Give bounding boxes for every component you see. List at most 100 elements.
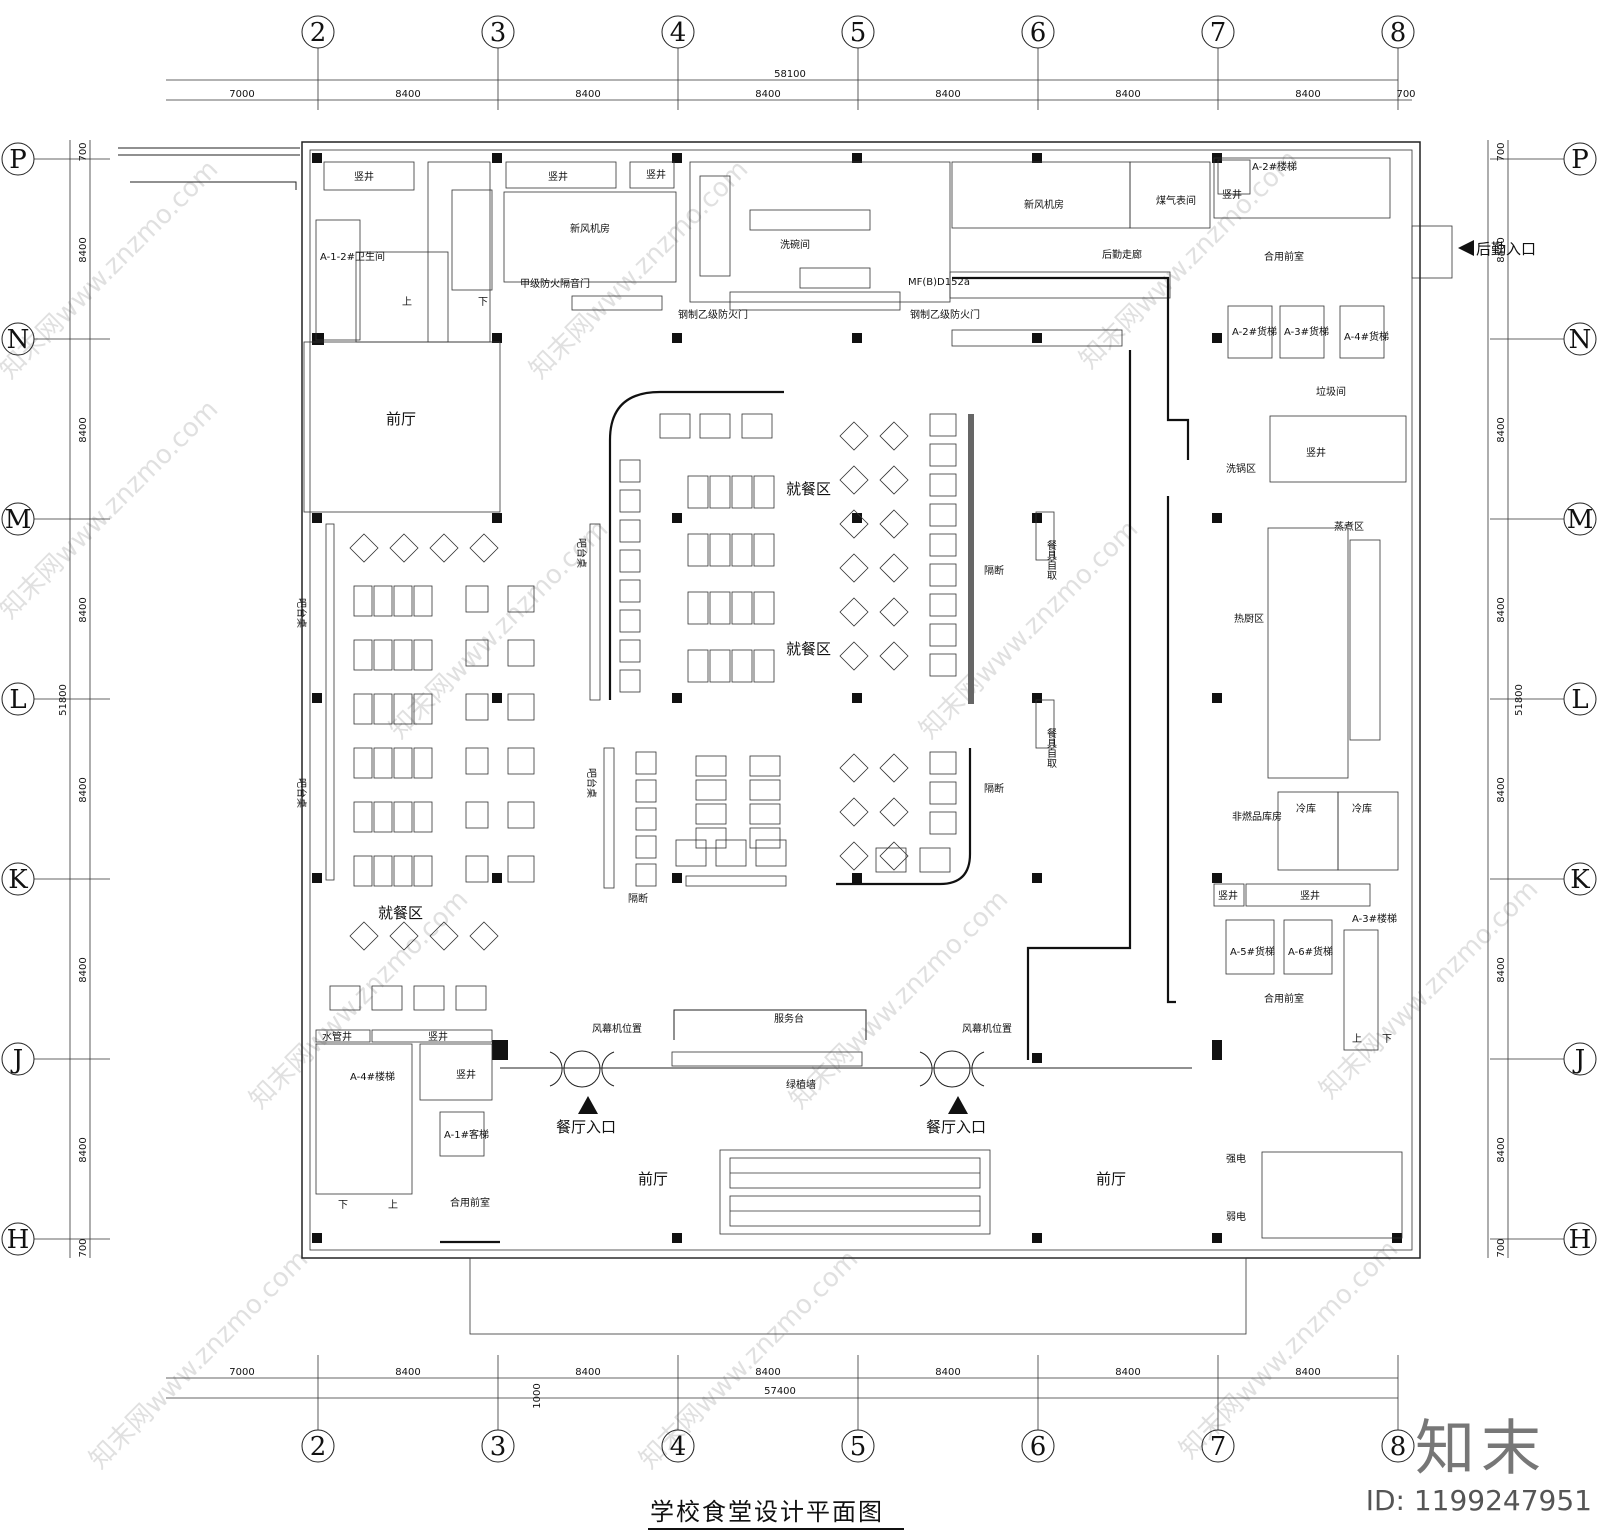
axis-label-4-bottom: 4 [670, 1432, 687, 1462]
logistics-entrance: 后勤入口 [1411, 225, 1536, 279]
center-partitions: 吧台桌 吧台桌 隔断 隔断 隔断 餐具自取 餐具自取 [575, 390, 1057, 905]
watermark-8: 知末网www.znzmo.com [784, 884, 1015, 1115]
shaft-label-e: 竖井 [1306, 446, 1326, 459]
dim-bottom-span-2: 8400 [395, 1367, 420, 1378]
square-table [839, 797, 869, 827]
shared-lobby-label-sw: 合用前室 [450, 1196, 490, 1209]
axis-label-L-left: L [9, 685, 26, 715]
north-east-core: 竖井 A-2#楼梯 合用前室 A-2#货梯 A-3#货梯 A-4#货梯 垃圾间 … [1213, 157, 1407, 1239]
dim-bottom-span-3: 8400 [575, 1367, 600, 1378]
table-pair [695, 803, 727, 825]
dim-bottom-total: 57400 [764, 1386, 796, 1397]
square-table [879, 641, 909, 671]
axis-label-N-left: N [7, 325, 30, 355]
center-table-seat [731, 591, 753, 625]
dim-left-span-4: 8400 [78, 597, 89, 622]
center-table-seat [709, 475, 731, 509]
watermark-1: 知末网www.znzmo.com [0, 154, 224, 385]
side-seat [465, 747, 489, 775]
square-table [879, 421, 909, 451]
center-table-seat [709, 591, 731, 625]
booth-seat [715, 839, 747, 867]
garbage-room-label: 垃圾间 [1316, 385, 1346, 398]
fresh-air-room-label-e: 新风机房 [1024, 198, 1064, 211]
wall-seat [619, 669, 641, 693]
dim-bottom-span-6: 8400 [1115, 1367, 1140, 1378]
dim-top-span-8: 700 [1396, 89, 1415, 100]
square-table [879, 841, 909, 871]
dim-right-span-3: 8400 [1496, 417, 1507, 442]
square-table [839, 597, 869, 627]
stair-down-se: 下 [1382, 1034, 1392, 1045]
axis-bubble-2-top [301, 15, 335, 49]
site-logo: 知末 [1415, 1414, 1547, 1484]
bench-seat [413, 985, 445, 1011]
long-table-seat [353, 801, 373, 833]
column-axis: 2 3 4 5 6 7 8 2 3 4 5 6 7 8 [301, 15, 1415, 1463]
side-seat [465, 693, 489, 721]
stair-down-nw: 下 [478, 297, 488, 308]
axis-label-3-top: 3 [490, 18, 507, 48]
center-table-seat [731, 533, 753, 567]
axis-label-K-left: K [8, 865, 28, 895]
table-pair [749, 779, 781, 801]
axis-label-8-top: 8 [1390, 18, 1407, 48]
wall-seat [929, 811, 957, 835]
center-table-seat [709, 649, 731, 683]
a5-lift-label: A-5#货梯 [1230, 945, 1275, 958]
center-table-seat [731, 475, 753, 509]
south-west-core: 水管井 竖井 A-4#楼梯 竖井 A-1#客梯 下 上 合用前室 [315, 1029, 500, 1244]
a3-stair-label: A-3#楼梯 [1352, 912, 1397, 925]
dining-area-label-w: 就餐区 [378, 904, 423, 922]
long-table-seat [373, 801, 393, 833]
wall-seat [929, 653, 957, 677]
back-corridor-label: 后勤走廊 [1102, 248, 1142, 261]
dim-top-total: 58100 [774, 69, 806, 80]
wall-seat [619, 489, 641, 513]
long-table-seat [393, 855, 413, 887]
dim-bottom-span-7: 8400 [1295, 1367, 1320, 1378]
toilet-label: A-1-2#卫生间 [320, 250, 385, 263]
watermark-12: 知末网www.znzmo.com [1174, 1234, 1405, 1465]
booth-seat [875, 847, 907, 873]
axis-label-M-right: M [1567, 505, 1594, 535]
long-table-seat [373, 747, 393, 779]
dim-right-span-5: 8400 [1496, 777, 1507, 802]
drawing-title: 学校食堂设计平面图 [650, 1498, 884, 1526]
stair-up-nw: 上 [402, 296, 412, 308]
center-table-seat [687, 591, 709, 625]
stair-up-se: 上 [1352, 1033, 1362, 1045]
fire-door-a-label: 甲级防火隔音门 [520, 277, 590, 290]
long-table-seat [373, 855, 393, 887]
booth-seat [755, 839, 787, 867]
center-table-seat [753, 649, 775, 683]
long-table-seat [413, 693, 433, 725]
square-table [389, 533, 419, 563]
wall-seat [619, 519, 641, 543]
center-table-seat [687, 475, 709, 509]
dim-right-span-6: 8400 [1496, 957, 1507, 982]
wall-seat [929, 781, 957, 805]
shaft-label-n2: 竖井 [646, 168, 666, 181]
air-curtain-label-w: 风幕机位置 [592, 1022, 642, 1035]
dim-top-span-6: 8400 [1115, 89, 1140, 100]
wall-seat [619, 579, 641, 603]
axis-label-N-right: N [1569, 325, 1592, 355]
side-seat [507, 585, 535, 613]
green-wall-label: 绿植墙 [786, 1078, 816, 1091]
dim-right-span-8: 700 [1496, 1238, 1507, 1257]
bar-table-label-c2: 吧台桌 [585, 768, 598, 798]
booth-seat [919, 847, 951, 873]
axis-label-L-right: L [1571, 685, 1588, 715]
axis-label-H-left: H [7, 1225, 30, 1255]
dim-top-span-5: 8400 [935, 89, 960, 100]
dim-bottom-span-4: 8400 [755, 1367, 780, 1378]
side-seat [465, 801, 489, 829]
shaft-label-se2: 竖井 [1300, 889, 1320, 902]
partition-label-c: 隔断 [628, 892, 648, 905]
utensils-label-2: 餐具自取 [1045, 727, 1057, 769]
cold-storage-label-1: 冷库 [1296, 802, 1316, 815]
square-table [879, 553, 909, 583]
water-pipe-well-label: 水管井 [322, 1030, 352, 1043]
long-table-seat [413, 855, 433, 887]
